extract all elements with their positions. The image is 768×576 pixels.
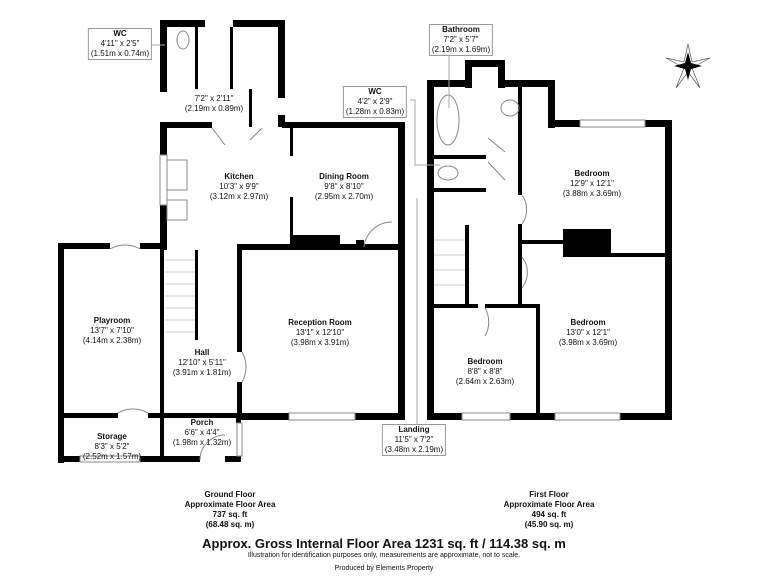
first-floor-fixtures bbox=[434, 94, 646, 421]
room-label-passage: 7'2" x 2'11"(2.19m x 0.89m) bbox=[184, 94, 244, 113]
ground-floor-fixtures bbox=[79, 30, 393, 463]
produced-by: Produced by Elements Property bbox=[334, 565, 434, 572]
ground-floor-walls bbox=[58, 20, 405, 463]
leader-lines bbox=[152, 44, 450, 425]
first-floor-walls bbox=[427, 60, 672, 420]
disclaimer: Illustration for identification purposes… bbox=[247, 552, 521, 559]
gross-floor-area: Approx. Gross Internal Floor Area 1231 s… bbox=[202, 536, 566, 551]
compass-rose-icon bbox=[665, 43, 711, 89]
